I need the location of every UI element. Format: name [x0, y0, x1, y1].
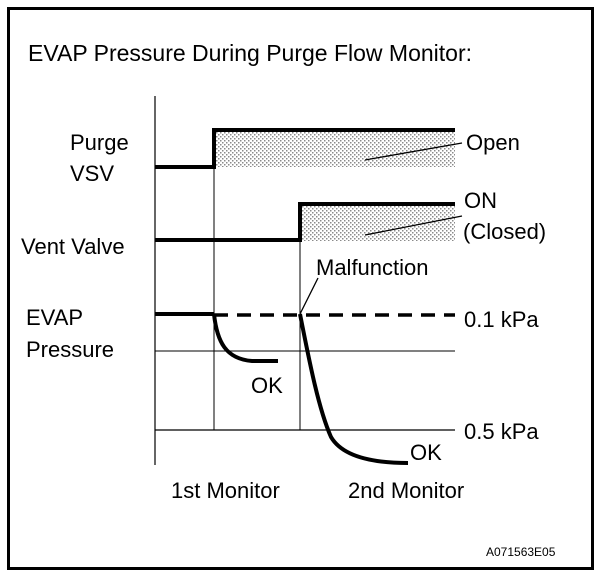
ok-second-label: OK [410, 440, 442, 465]
diagram-title: EVAP Pressure During Purge Flow Monitor: [28, 40, 472, 66]
purge-vsv-open-fill [214, 130, 455, 167]
vent-state-label-line2: (Closed) [463, 219, 546, 244]
vent-valve-label: Vent Valve [21, 234, 125, 259]
purge-label-line1: Purge [70, 130, 129, 155]
first-monitor-label: 1st Monitor [171, 478, 280, 503]
on-leader-line [364, 215, 463, 236]
low-level-label: 0.5 kPa [464, 419, 539, 444]
second-monitor-label: 2nd Monitor [348, 478, 464, 503]
high-level-label: 0.1 kPa [464, 307, 539, 332]
first-monitor-decay-curve [212, 313, 278, 363]
ok-first-label: OK [251, 373, 283, 398]
purge-state-label: Open [466, 130, 520, 155]
vent-valve-signal [155, 202, 455, 242]
vent-state-label-line1: ON [464, 188, 497, 213]
figure-code: A071563E05 [486, 545, 556, 559]
purge-label-line2: VSV [70, 161, 114, 186]
malfunction-label: Malfunction [316, 255, 429, 280]
second-monitor-decay-curve [298, 313, 409, 465]
malfunction-leader-line [299, 277, 319, 315]
evap-label-line2: Pressure [26, 337, 114, 362]
purge-vsv-signal [155, 128, 455, 169]
evap-label-line1: EVAP [26, 305, 83, 330]
open-leader-line [364, 142, 463, 161]
